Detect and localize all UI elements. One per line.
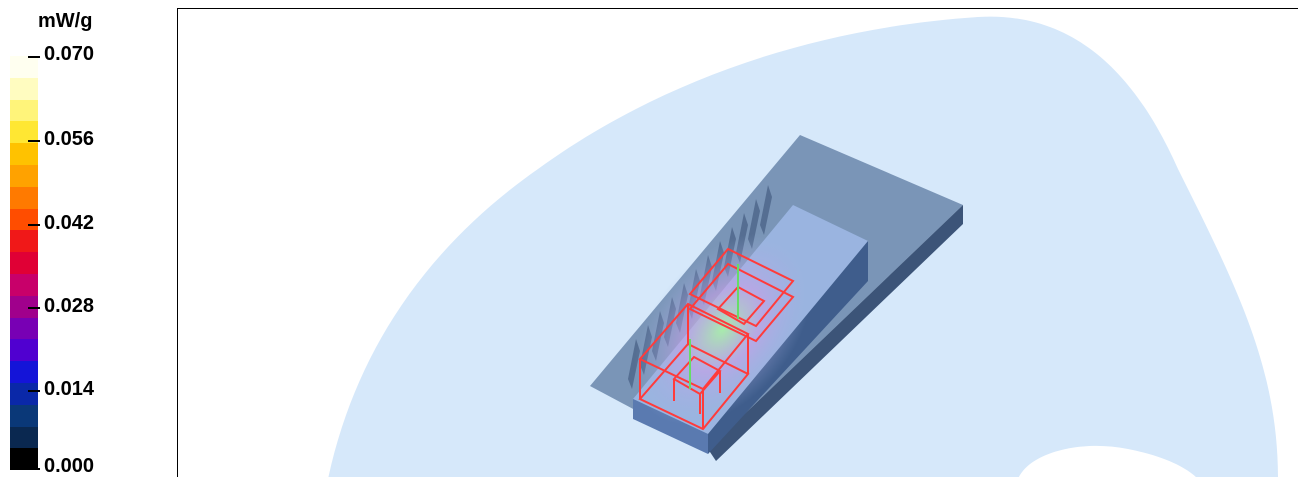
legend-tick-mark xyxy=(28,390,40,392)
legend-tick-label: 0.070 xyxy=(44,43,95,65)
color-scale-segment xyxy=(10,99,38,122)
color-scale-segment xyxy=(10,426,38,449)
color-scale-legend: mW/g 0.070 0.056 0.042 0.028 0.014 0.000 xyxy=(0,0,175,477)
color-scale-segment xyxy=(10,361,38,383)
color-scale-segment xyxy=(10,77,38,100)
legend-tick-mark xyxy=(28,56,40,58)
color-scale-segment xyxy=(10,186,38,209)
color-scale-segment xyxy=(10,273,38,296)
base-plate-side xyxy=(708,205,963,461)
legend-unit-label: mW/g xyxy=(38,10,93,32)
legend-tick-label: 0.000 xyxy=(44,455,95,477)
heatsink-fin xyxy=(760,185,772,235)
color-scale-segment xyxy=(10,404,38,427)
legend-tick-mark xyxy=(28,307,40,309)
color-scale-segment xyxy=(10,143,38,165)
color-scale-segment xyxy=(10,208,38,231)
phantom-cutout xyxy=(1019,445,1196,477)
color-scale-segment xyxy=(10,56,38,78)
legend-tick-label: 0.014 xyxy=(44,378,95,400)
color-scale-segment xyxy=(10,252,38,274)
color-scale-segment xyxy=(10,121,38,144)
legend-tick-label: 0.028 xyxy=(44,295,95,317)
sar-distribution-scene xyxy=(328,16,1278,477)
legend-tick-label: 0.042 xyxy=(44,212,95,234)
antenna-wireframe xyxy=(638,247,795,431)
color-scale-segment xyxy=(10,339,38,362)
color-scale-segment xyxy=(10,164,38,187)
color-scale-segment xyxy=(10,295,38,318)
color-scale-segment xyxy=(10,230,38,253)
color-scale-segment xyxy=(10,317,38,340)
antenna-feed-lines xyxy=(689,264,739,389)
legend-tick-label: 0.056 xyxy=(44,128,95,150)
color-scale-bar xyxy=(10,56,38,471)
legend-tick-mark xyxy=(28,224,40,226)
legend-tick-mark xyxy=(28,140,40,142)
legend-tick-mark xyxy=(28,468,40,470)
color-scale-segment xyxy=(10,382,38,405)
3d-viewport[interactable] xyxy=(177,8,1298,477)
color-scale-segment xyxy=(10,448,38,471)
